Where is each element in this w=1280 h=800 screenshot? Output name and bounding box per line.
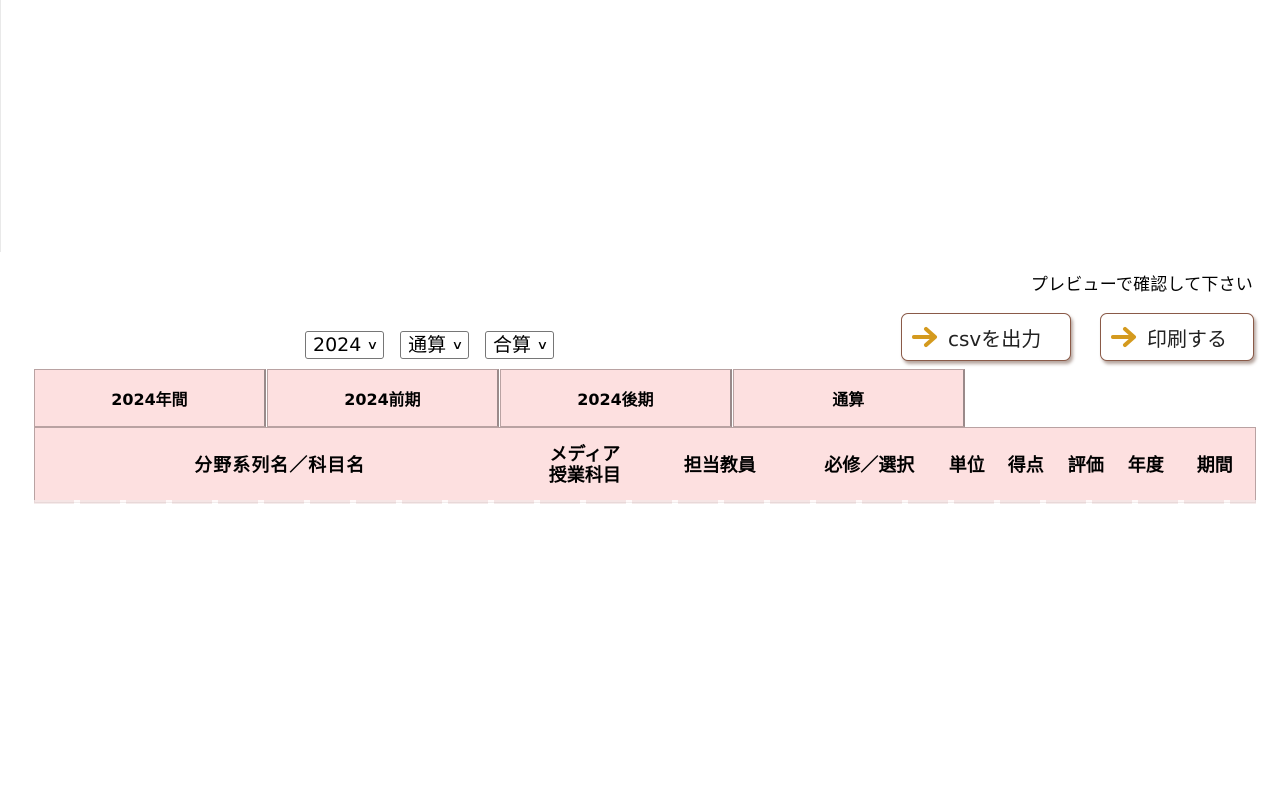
tab-cumulative[interactable]: 通算 [733, 369, 965, 427]
tab-2024-second-half[interactable]: 2024後期 [500, 369, 732, 427]
preview-notice: プレビューで確認して下さい [1030, 275, 1253, 295]
term-select-value: 通算 [408, 333, 447, 356]
csv-export-label: csvを出力 [948, 326, 1042, 351]
tab-2024-first-half[interactable]: 2024前期 [267, 369, 499, 427]
grades-table-header: 分野系列名／科目名 メディア 授業科目 担当教員 必修／選択 単位 得点 評価 … [34, 427, 1256, 503]
aggregate-select[interactable]: 合算 ∨ [484, 331, 554, 359]
column-teacher: 担当教員 [684, 454, 756, 476]
arrow-right-icon [912, 327, 937, 347]
chevron-down-icon: ∨ [536, 338, 549, 352]
tab-2024-annual[interactable]: 2024年間 [34, 369, 266, 427]
divider [0, 0, 1, 252]
table-body-edge [34, 500, 1256, 504]
print-button[interactable]: 印刷する [1100, 313, 1254, 361]
period-tabs: 2024年間 2024前期 2024後期 通算 [34, 369, 965, 427]
aggregate-select-value: 合算 [492, 333, 531, 356]
column-score: 得点 [1008, 454, 1044, 476]
year-select-value: 2024 [313, 333, 362, 356]
year-select[interactable]: 2024 ∨ [305, 331, 385, 359]
column-year: 年度 [1128, 454, 1164, 476]
column-required-elective: 必修／選択 [824, 454, 915, 476]
arrow-right-icon [1111, 327, 1136, 347]
chevron-down-icon: ∨ [451, 338, 464, 352]
term-select[interactable]: 通算 ∨ [400, 331, 469, 359]
print-label: 印刷する [1147, 326, 1227, 351]
column-evaluation: 評価 [1068, 454, 1104, 476]
csv-export-button[interactable]: csvを出力 [901, 313, 1071, 361]
filter-selects: 2024 ∨ 通算 ∨ 合算 ∨ [305, 331, 554, 359]
column-media-course: メディア 授業科目 [525, 428, 645, 504]
column-media-line1: メディア [549, 444, 621, 466]
column-units: 単位 [949, 454, 985, 476]
column-subject: 分野系列名／科目名 [194, 454, 366, 476]
column-period: 期間 [1197, 454, 1233, 476]
chevron-down-icon: ∨ [366, 338, 379, 352]
column-media-line2: 授業科目 [549, 465, 621, 486]
